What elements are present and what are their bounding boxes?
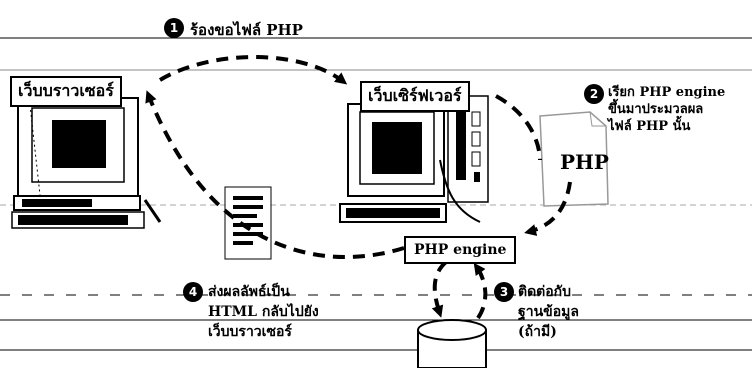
php-file-icon [539, 111, 609, 207]
step-2-line-3: ไฟล์ PHP นั้น [608, 119, 691, 134]
php-file-label: PHP [560, 150, 609, 174]
flow-arrows [145, 55, 572, 320]
database-icon [417, 319, 487, 368]
php-engine-label: PHP engine [404, 236, 517, 264]
arrow-php-to-engine [524, 181, 572, 236]
browser-label: เว็บบราวเซอร์ [10, 76, 122, 107]
step-3-line-1: ติดต่อกับ [518, 284, 572, 300]
step-3-badge: 3 [494, 282, 514, 302]
step-4-label: ส่งผลลัพธ์เป็น HTML กลับไปยัง เว็บบราวเซ… [208, 282, 319, 342]
step-3-label: ติดต่อกับ ฐานข้อมูล (ถ้ามี) [518, 282, 579, 342]
step-2-line-2: ขึ้นมาประมวลผล [608, 102, 704, 117]
arrow-step-1 [158, 55, 348, 85]
step-3-line-2: ฐานข้อมูล [518, 304, 579, 320]
browser-computer-icon [11, 97, 162, 229]
html-document-icon [224, 186, 272, 260]
arrow-step-4 [145, 90, 405, 259]
step-1-label: ร้องขอไฟล์ PHP [190, 21, 303, 39]
step-4-badge: 4 [183, 282, 203, 302]
step-2-badge: 2 [584, 84, 604, 104]
step-4-line-2: HTML กลับไปยัง [208, 304, 319, 320]
arrow-step-3-up [473, 262, 488, 320]
server-computer-icon [339, 95, 489, 223]
step-2-line-1: เรียก PHP engine [608, 85, 726, 100]
arrow-step-2 [495, 94, 542, 161]
step-3-line-3: (ถ้ามี) [518, 324, 557, 340]
step-1-badge: 1 [164, 18, 184, 38]
step-4-line-3: เว็บบราวเซอร์ [208, 324, 292, 340]
server-label: เว็บเซิร์ฟเวอร์ [360, 81, 470, 112]
arrow-step-3-down [431, 260, 448, 318]
step-2-label: เรียก PHP engine ขึ้นมาประมวลผล ไฟล์ PHP… [608, 84, 725, 135]
step-4-line-1: ส่งผลลัพธ์เป็น [208, 284, 290, 300]
